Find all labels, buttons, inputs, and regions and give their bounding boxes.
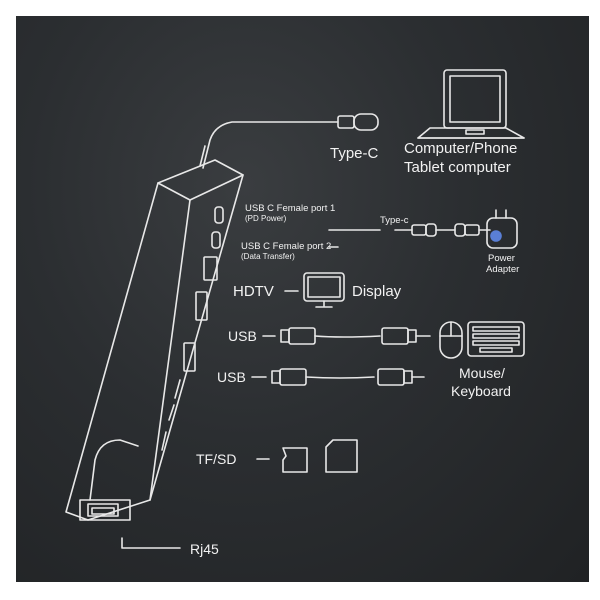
- rj45-label: Rj45: [190, 541, 219, 557]
- usb-c-cable-icon: [328, 223, 491, 248]
- power-adapter-line2: Adapter: [486, 264, 520, 275]
- usb-cable-icon: [262, 327, 431, 345]
- hub-device-icon: [65, 121, 339, 521]
- usbc-port2-label: USB C Female port 2: [241, 241, 332, 252]
- usbc-port1-label: USB C Female port 1: [245, 203, 336, 214]
- tf-card-icon: [282, 447, 308, 473]
- type-c-cable-label: Type-c: [380, 215, 409, 226]
- mouse-label-line2: Keyboard: [451, 383, 511, 399]
- sd-card-icon: [325, 439, 358, 473]
- hdtv-label: HDTV: [233, 283, 274, 300]
- power-adapter-line1: Power: [488, 253, 515, 264]
- usb-cable-icon: [251, 368, 425, 386]
- usbc-port1-sub-label: (PD Power): [245, 214, 287, 223]
- type-c-label: Type-C: [330, 145, 379, 162]
- mouse-label-line1: Mouse/: [459, 365, 505, 381]
- computer-label-line1: Computer/Phone: [404, 140, 518, 157]
- keyboard-icon: [467, 321, 525, 357]
- usb-label-1: USB: [228, 328, 257, 344]
- power-adapter-icon: [486, 209, 518, 249]
- laptop-icon: [417, 69, 525, 139]
- mouse-icon: [439, 321, 463, 359]
- tf-sd-label: TF/SD: [196, 451, 237, 467]
- usb-c-plug-icon: [337, 113, 379, 131]
- computer-label-line2: Tablet computer: [404, 159, 511, 176]
- dark-backdrop: [16, 16, 589, 582]
- usb-label-2: USB: [217, 369, 246, 385]
- display-label: Display: [352, 283, 402, 300]
- usbc-port2-sub-label: (Data Transfer): [241, 252, 295, 261]
- monitor-icon: [284, 272, 345, 308]
